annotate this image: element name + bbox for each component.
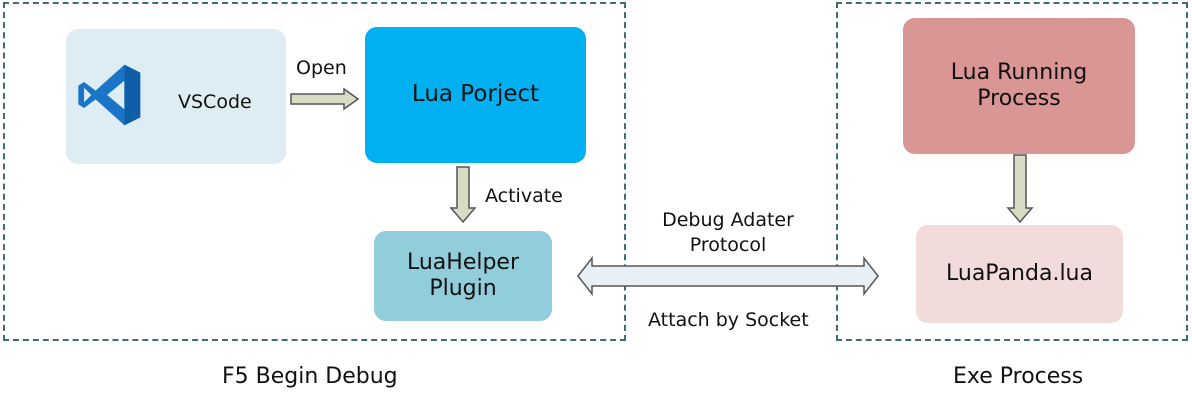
socket-label: Attach by Socket (648, 309, 809, 331)
luapanda-label: LuaPanda.lua (946, 260, 1093, 286)
process-arrow (1006, 154, 1034, 224)
protocol-label-line1: Debug Adater (662, 209, 794, 231)
group-exe-process (836, 2, 1188, 341)
group-f5-begin-debug (3, 2, 626, 341)
vscode-logo-icon (78, 64, 141, 126)
protocol-label: Debug Adater Protocol (620, 208, 836, 257)
lua-project-label: Lua Porject (411, 81, 540, 108)
protocol-double-arrow (577, 255, 879, 297)
luahelper-label: LuaHelper Plugin (406, 249, 520, 301)
lua-running-process-node: Lua Running Process (903, 18, 1135, 154)
exe-process-caption: Exe Process (953, 364, 1084, 389)
activate-label: Activate (485, 185, 563, 207)
open-label: Open (296, 57, 347, 79)
luahelper-node: LuaHelper Plugin (374, 231, 552, 321)
vscode-node: VSCode (66, 29, 286, 164)
lua-project-node: Lua Porject (365, 27, 586, 163)
protocol-label-line2: Protocol (689, 233, 767, 256)
open-arrow (290, 87, 360, 111)
vscode-label: VSCode (178, 91, 252, 113)
lua-running-process-label: Lua Running Process (950, 59, 1088, 111)
f5-begin-debug-caption: F5 Begin Debug (222, 364, 398, 389)
luapanda-node: LuaPanda.lua (916, 225, 1123, 323)
activate-arrow (449, 166, 477, 224)
